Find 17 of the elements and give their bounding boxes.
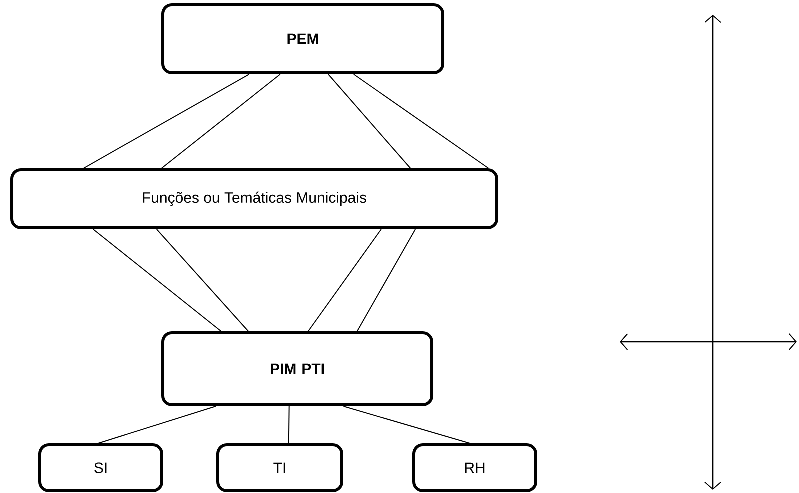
- connector-line: [161, 74, 281, 169]
- connector-line: [288, 406, 290, 444]
- area-box: RH: [412, 444, 538, 492]
- connector-line: [308, 229, 382, 332]
- connector-line: [356, 229, 416, 332]
- plan-box: PIM PTI: [162, 332, 434, 406]
- plan-box: PEM: [162, 4, 444, 74]
- connector-line: [83, 74, 250, 169]
- area-box: TI: [216, 444, 344, 492]
- connector-line: [92, 229, 222, 332]
- area-box: SI: [38, 444, 164, 492]
- connector-line: [98, 406, 216, 444]
- connector-line: [328, 74, 412, 169]
- connector-line: [156, 229, 250, 332]
- connector-line: [343, 406, 470, 444]
- connector-line: [353, 74, 490, 169]
- function-box: Funções ou Temáticas Municipais: [10, 168, 498, 230]
